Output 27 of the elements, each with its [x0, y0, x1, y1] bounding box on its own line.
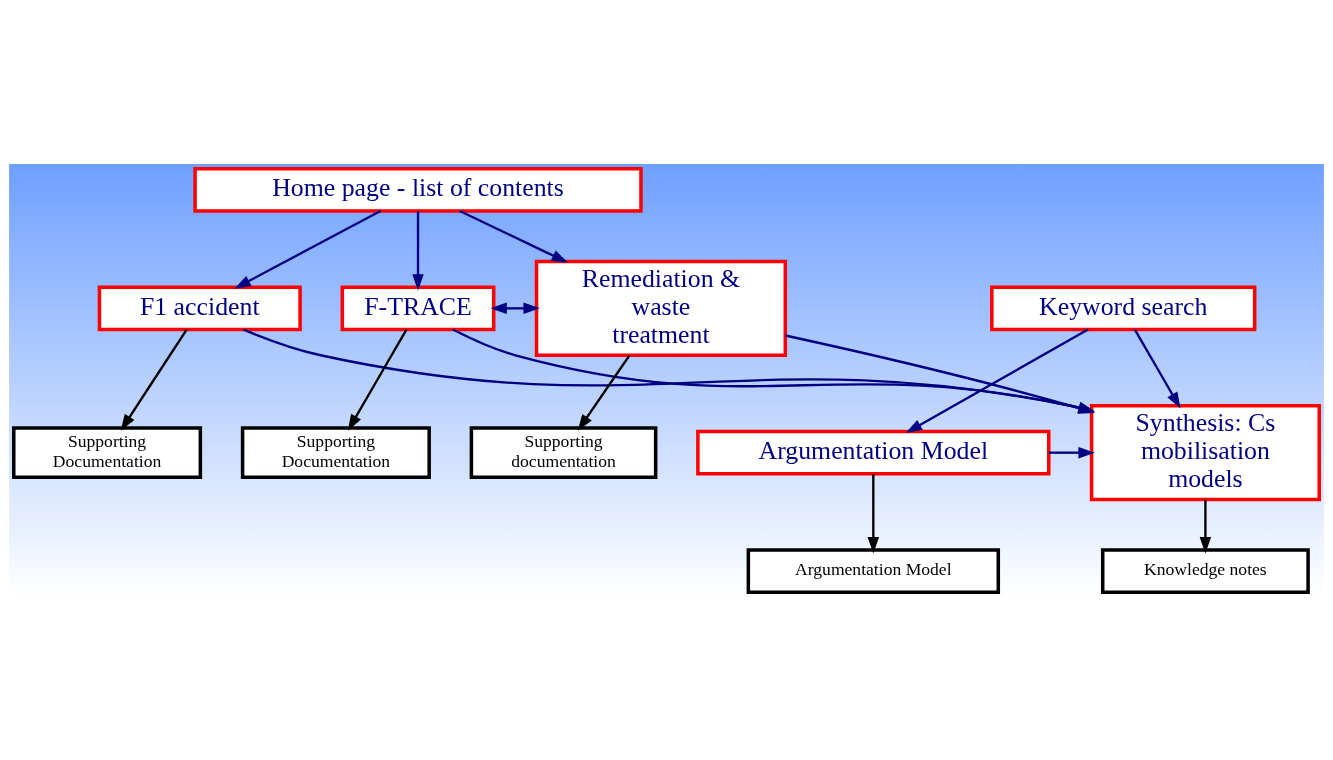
arrow: [347, 328, 408, 431]
node-box: F1 accident: [97, 284, 302, 331]
node-box: Remediation & waste treatment: [534, 259, 788, 357]
arrow: [120, 328, 188, 431]
arrow: [490, 302, 540, 314]
arrow: [1048, 446, 1095, 458]
arrow: [577, 354, 631, 431]
arrow: [785, 333, 1095, 414]
arrow: [412, 210, 424, 291]
arrow: [452, 328, 1095, 413]
arrow: [1199, 499, 1212, 553]
arrow: [905, 328, 1089, 433]
arrow: [243, 328, 1095, 413]
arrow: [1133, 328, 1181, 409]
node-box: Argumentation Model: [746, 547, 1001, 594]
node-box: Synthesis: Cs mobilisation models: [1089, 403, 1321, 501]
node-box: Supporting Documentation: [240, 425, 431, 479]
arrow: [459, 209, 568, 263]
node-box: Argumentation Model: [696, 429, 1051, 476]
node-box: F-TRACE: [340, 284, 496, 331]
node-box: Home page - list of contents: [193, 166, 643, 213]
node-box: Knowledge notes: [1100, 547, 1310, 594]
node-box: Supporting Documentation: [12, 425, 203, 479]
node-box: Keyword search: [990, 284, 1257, 331]
arrow: [867, 473, 880, 554]
arrow: [234, 209, 382, 289]
node-box: Supporting documentation: [469, 425, 658, 479]
